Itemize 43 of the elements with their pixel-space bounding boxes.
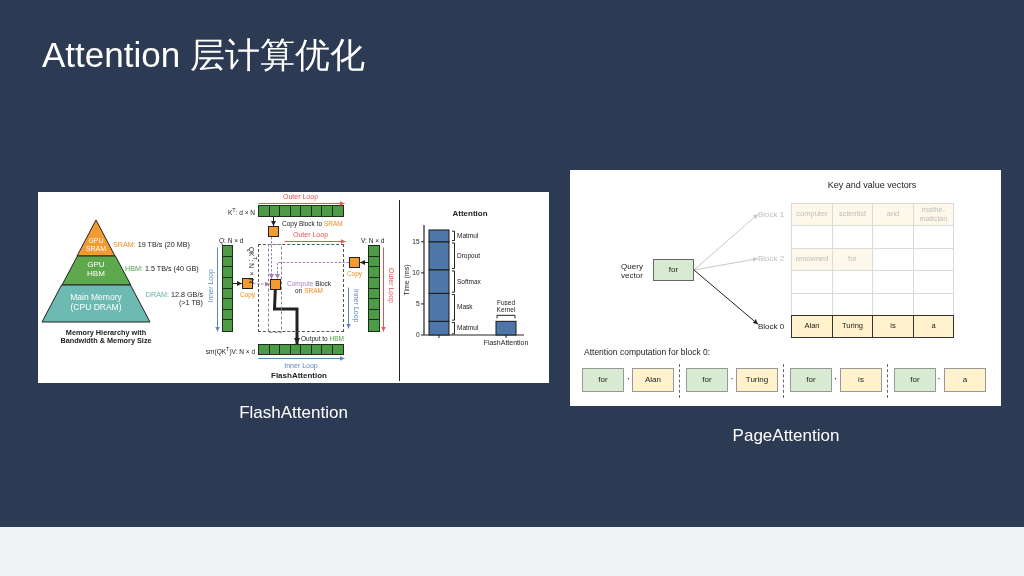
dot-operator: · — [626, 373, 631, 385]
block-label: Block 0 — [758, 321, 785, 331]
figure-panel — [38, 192, 549, 383]
sram-tile — [349, 257, 360, 268]
token-box: Turing — [736, 368, 778, 392]
dot-operator: · — [937, 373, 941, 385]
token-box: for — [686, 368, 728, 392]
slide-title: Attention 层计算优化 — [42, 35, 365, 76]
arrow — [275, 262, 350, 280]
chart-title: Attention — [452, 209, 488, 219]
figure-caption: FlashAttention — [239, 403, 348, 423]
sram-tile — [270, 279, 281, 290]
arrow — [271, 216, 276, 227]
dot-operator: · — [833, 373, 838, 385]
matrix-strip — [258, 205, 344, 217]
arrow — [269, 236, 274, 280]
token-box: a — [944, 368, 986, 392]
query-box: for — [653, 259, 694, 281]
sram-tile — [268, 226, 279, 237]
diagram-caption: FlashAttention — [271, 370, 327, 380]
figure-panel — [570, 170, 1001, 406]
dashed-region — [258, 244, 344, 332]
token-box: Alan — [632, 368, 674, 392]
matrix-strip — [368, 245, 380, 332]
matrix-strip — [222, 245, 233, 332]
arrow — [693, 213, 759, 271]
arrow — [693, 269, 759, 325]
arrow — [252, 281, 271, 287]
token-box: for — [790, 368, 832, 392]
token-box: for — [582, 368, 624, 392]
matrix-strip — [258, 344, 344, 355]
section-heading: Attention computation for block 0: — [584, 347, 711, 358]
token-box: is — [840, 368, 882, 392]
figure-caption: PageAttention — [732, 426, 840, 446]
arrow — [232, 281, 243, 286]
dot-operator: · — [730, 373, 734, 385]
arrow — [693, 257, 759, 271]
arrow — [359, 260, 369, 265]
table-heading: Key and value vectors — [827, 180, 917, 191]
sram-tile — [242, 278, 253, 289]
token-box: for — [894, 368, 936, 392]
vector-label: Query vector — [620, 262, 644, 281]
arrow — [272, 289, 300, 344]
